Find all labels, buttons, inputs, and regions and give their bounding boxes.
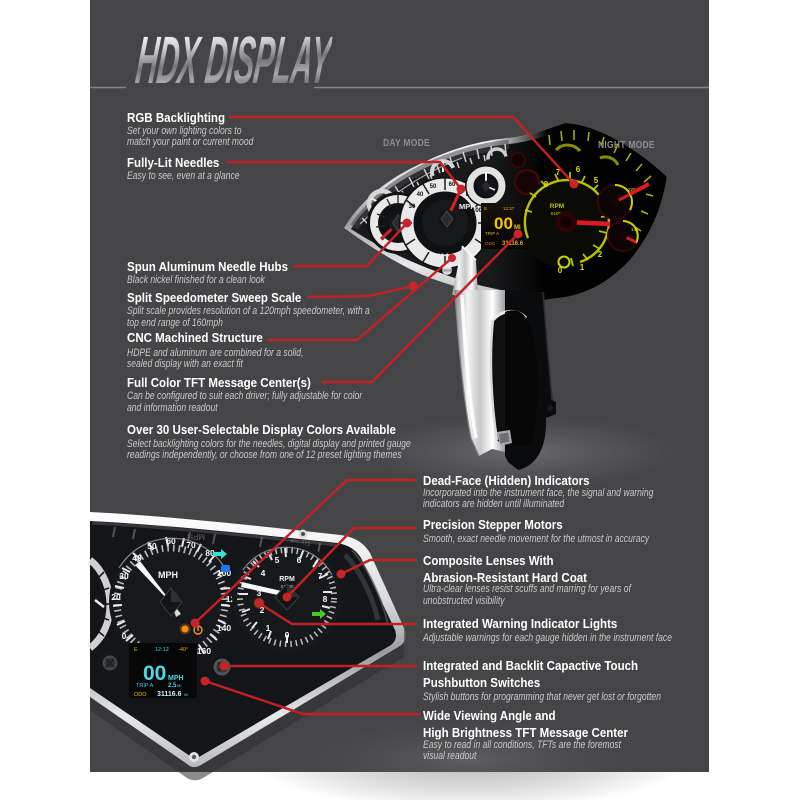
svg-text:MI: MI bbox=[177, 683, 181, 688]
svg-text:ODO: ODO bbox=[134, 692, 147, 698]
svg-text:5: 5 bbox=[594, 176, 599, 185]
svg-text:31116.6: 31116.6 bbox=[502, 241, 524, 247]
svg-text:140: 140 bbox=[631, 227, 639, 232]
svg-text:70: 70 bbox=[186, 540, 196, 550]
svg-text:12:37: 12:37 bbox=[503, 206, 515, 211]
svg-text:140: 140 bbox=[217, 623, 231, 633]
svg-text:TRIP A: TRIP A bbox=[136, 683, 154, 689]
svg-text:100: 100 bbox=[217, 568, 231, 578]
svg-text:30: 30 bbox=[119, 571, 129, 581]
svg-text:31116.6: 31116.6 bbox=[157, 691, 182, 698]
svg-text:12:12: 12:12 bbox=[155, 647, 169, 653]
svg-text:220: 220 bbox=[628, 187, 636, 192]
svg-text:6: 6 bbox=[297, 555, 302, 565]
svg-text:6: 6 bbox=[576, 165, 581, 174]
svg-text:20 10 0: 20 10 0 bbox=[429, 254, 450, 260]
svg-text:MI: MI bbox=[184, 692, 188, 697]
svg-text:0: 0 bbox=[285, 630, 290, 640]
svg-text:7: 7 bbox=[556, 168, 561, 177]
svg-text:5: 5 bbox=[275, 555, 280, 565]
svg-text:X1000: X1000 bbox=[550, 211, 564, 216]
svg-text:1: 1 bbox=[580, 263, 585, 272]
svg-text:0: 0 bbox=[122, 631, 127, 641]
svg-text:ODO: ODO bbox=[485, 241, 496, 246]
svg-text:RPM: RPM bbox=[279, 576, 295, 583]
svg-text:RPM: RPM bbox=[292, 538, 310, 547]
svg-text:MPH: MPH bbox=[459, 202, 476, 211]
svg-text:50: 50 bbox=[430, 184, 437, 190]
svg-text:2.5: 2.5 bbox=[168, 683, 177, 689]
svg-text:E: E bbox=[484, 206, 487, 211]
svg-text:1: 1 bbox=[266, 623, 271, 633]
svg-text:MPH: MPH bbox=[158, 570, 178, 580]
svg-text:00: 00 bbox=[494, 214, 513, 233]
svg-text:8: 8 bbox=[544, 180, 549, 189]
svg-text:40: 40 bbox=[417, 192, 424, 198]
svg-text:2: 2 bbox=[598, 250, 603, 259]
svg-text:MPH: MPH bbox=[187, 532, 205, 541]
svg-text:4: 4 bbox=[261, 568, 266, 578]
svg-text:40: 40 bbox=[132, 553, 142, 563]
svg-text:-40°: -40° bbox=[178, 647, 188, 653]
svg-text:00: 00 bbox=[143, 662, 166, 685]
svg-text:30: 30 bbox=[409, 204, 416, 210]
svg-text:3: 3 bbox=[257, 588, 262, 598]
svg-text:E: E bbox=[134, 647, 138, 653]
svg-text:60: 60 bbox=[449, 182, 456, 188]
svg-text:80: 80 bbox=[205, 548, 215, 558]
svg-text:100: 100 bbox=[472, 208, 483, 214]
svg-text:20: 20 bbox=[111, 592, 121, 602]
svg-text:8: 8 bbox=[323, 594, 328, 604]
svg-text:7: 7 bbox=[318, 571, 323, 581]
svg-text:160: 160 bbox=[197, 646, 211, 656]
svg-text:TRIP A: TRIP A bbox=[485, 231, 499, 236]
svg-text:50: 50 bbox=[147, 541, 157, 551]
svg-text:RPM: RPM bbox=[550, 203, 564, 210]
svg-text:60: 60 bbox=[166, 536, 176, 546]
svg-text:2: 2 bbox=[260, 605, 265, 615]
svg-text:0: 0 bbox=[558, 266, 563, 275]
svg-text:MPH: MPH bbox=[168, 675, 184, 682]
